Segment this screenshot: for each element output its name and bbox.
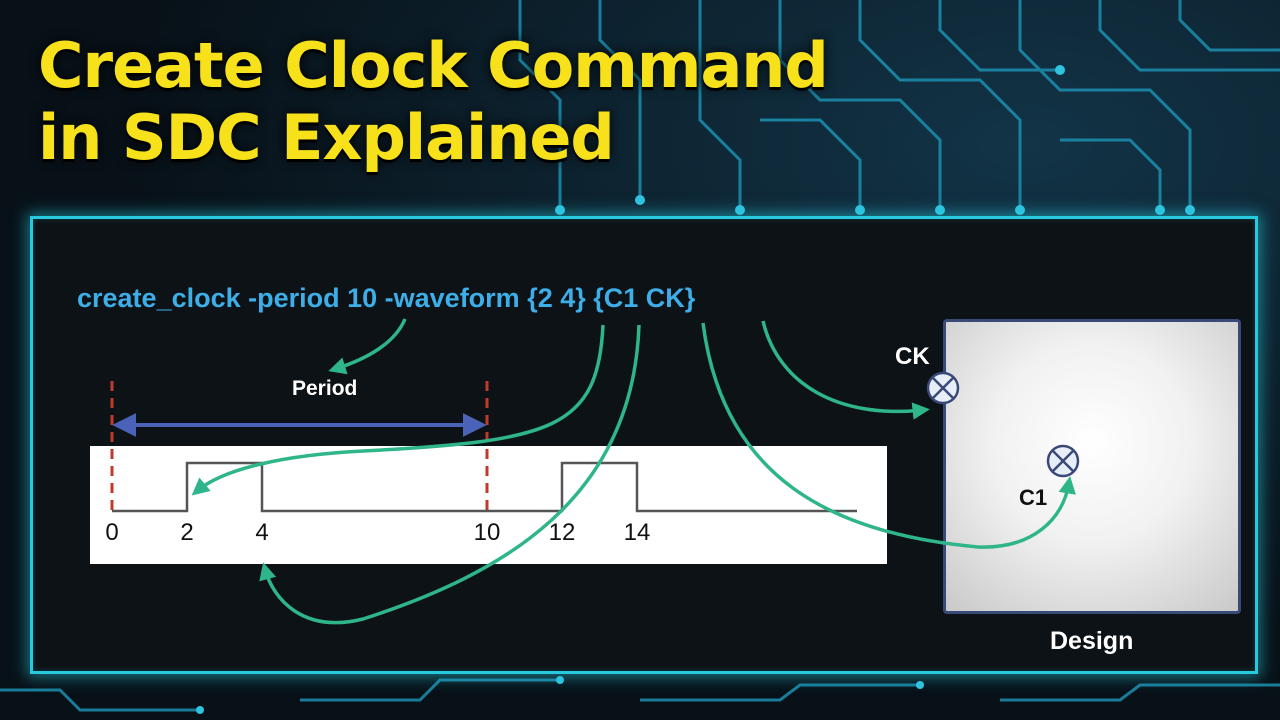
diagram-panel: create_clock -period 10 -waveform {2 4} … bbox=[30, 216, 1258, 674]
page-title: Create Clock Command in SDC Explained bbox=[38, 29, 829, 174]
pin-ck-label: CK bbox=[895, 343, 930, 370]
title-line-1: Create Clock Command bbox=[38, 29, 829, 102]
design-label: Design bbox=[1050, 627, 1134, 655]
tick-label-2: 2 bbox=[180, 519, 194, 546]
pin-c1-label: C1 bbox=[1019, 485, 1048, 510]
arrow-period bbox=[328, 318, 407, 375]
title-line-2: in SDC Explained bbox=[38, 101, 615, 174]
tick-label-0: 0 bbox=[105, 519, 119, 546]
sdc-command-text: create_clock -period 10 -waveform {2 4} … bbox=[77, 283, 696, 313]
tick-label-4: 4 bbox=[255, 519, 269, 546]
design-block bbox=[943, 319, 1241, 614]
tick-label-12: 12 bbox=[548, 519, 576, 546]
tick-label-14: 14 bbox=[623, 519, 651, 546]
tick-label-10: 10 bbox=[473, 519, 501, 546]
period-label: Period bbox=[292, 377, 358, 400]
